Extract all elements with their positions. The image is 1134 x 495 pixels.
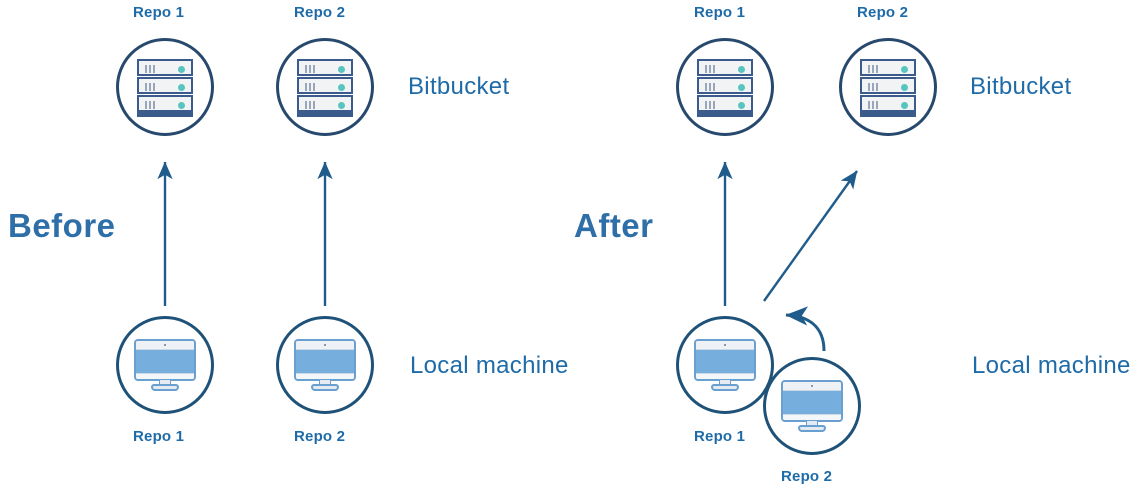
after-local-repo-1-label: Repo 1: [694, 428, 746, 445]
before-remote-repo-2-node[interactable]: [276, 38, 374, 136]
after-remote-repo-2-node[interactable]: [839, 38, 937, 136]
before-local-repo-2-node[interactable]: [276, 316, 374, 414]
after-local-repo-2-label: Repo 2: [781, 468, 833, 485]
server-icon: [137, 59, 193, 117]
nested-clone-arrow: [785, 306, 826, 352]
server-icon: [297, 59, 353, 117]
before-local-repo-2-label: Repo 2: [294, 428, 346, 445]
after-remote-repo-1-node[interactable]: [676, 38, 774, 136]
monitor-icon: [134, 339, 196, 391]
phase-label-before: Before: [8, 207, 116, 244]
phase-label-after: After: [574, 207, 654, 244]
before-local-tier-label: Local machine: [410, 352, 569, 379]
remote-repo-2-label: Repo 2: [294, 4, 346, 21]
remote-repo-1-label: Repo 1: [133, 4, 185, 21]
after-remote-repo-2-label: Repo 2: [857, 4, 909, 21]
after-remote-repo-1-label: Repo 1: [694, 4, 746, 21]
after-remote-tier-label: Bitbucket: [970, 73, 1072, 100]
server-icon: [697, 59, 753, 117]
monitor-icon: [294, 339, 356, 391]
before-local-repo-1-label: Repo 1: [133, 428, 185, 445]
monitor-icon: [781, 380, 843, 432]
after-local-tier-label: Local machine: [972, 352, 1131, 379]
server-icon: [860, 59, 916, 117]
before-remote-repo-1-node[interactable]: [116, 38, 214, 136]
after-local-repo-2-node[interactable]: [763, 357, 861, 455]
before-remote-tier-label: Bitbucket: [408, 73, 510, 100]
after-local-repo-1-node[interactable]: [676, 316, 774, 414]
monitor-icon: [694, 339, 756, 391]
after-push-arrow-repo-2: [763, 170, 858, 302]
before-local-repo-1-node[interactable]: [116, 316, 214, 414]
